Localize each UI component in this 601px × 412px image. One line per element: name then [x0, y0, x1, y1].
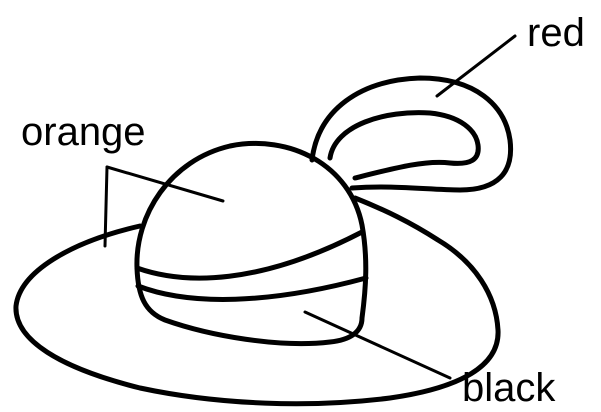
orange-leader-line-1 — [105, 167, 107, 246]
hat-band-bottom — [138, 278, 366, 299]
hat-band-top — [137, 232, 362, 278]
hat-brim — [16, 198, 498, 404]
hat-crown — [137, 143, 366, 343]
hat-color-label: orange — [21, 112, 146, 152]
orange-leader-line-2 — [107, 167, 223, 201]
feather-color-label: red — [527, 13, 585, 53]
black-leader-line — [305, 312, 450, 378]
red-leader-line — [437, 36, 515, 96]
feather-inner-line — [330, 113, 478, 178]
band-color-label: black — [462, 368, 555, 408]
